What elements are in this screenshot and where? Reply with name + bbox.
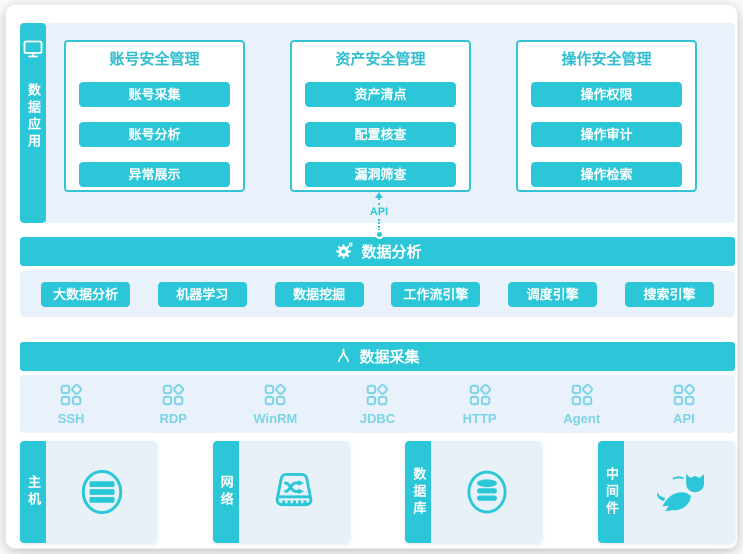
module-group-account: 账号安全管理 账号采集 账号分析 异常展示 — [64, 40, 245, 192]
engine-chip[interactable]: 调度引擎 — [508, 281, 598, 307]
module-chip[interactable]: 资产清点 — [305, 82, 456, 107]
engines-panel: 大数据分析 机器学习 数据挖掘 工作流引擎 调度引擎 搜索引擎 — [20, 271, 735, 317]
application-layer-sidebar: 数据应用 — [20, 23, 46, 223]
protocol-label: HTTP — [462, 411, 497, 426]
grid-diamond-icon — [160, 382, 186, 408]
protocol-label: JDBC — [359, 411, 396, 426]
group-title: 账号安全管理 — [109, 51, 200, 68]
infra-strip: 网络 — [212, 441, 239, 543]
engine-chip[interactable]: 数据挖掘 — [274, 281, 364, 307]
database-icon — [457, 462, 517, 522]
protocol-item-winrm: WinRM — [224, 382, 326, 426]
infra-body — [623, 441, 735, 543]
module-chip[interactable]: 操作检索 — [531, 162, 682, 187]
grid-diamond-icon — [262, 382, 288, 408]
infra-strip: 中间件 — [597, 441, 624, 543]
grid-diamond-icon — [364, 382, 390, 408]
infra-body — [431, 441, 543, 543]
infra-strip: 数据库 — [405, 441, 432, 543]
module-group-operation: 操作安全管理 操作权限 操作审计 操作检索 — [516, 40, 697, 192]
application-layer: 数据应用 账号安全管理 账号采集 账号分析 异常展示 资产安全管理 资产清点 配… — [20, 23, 735, 223]
infra-label: 数据库 — [411, 466, 427, 518]
analysis-layer-title: 数据分析 — [361, 244, 422, 261]
infra-box-middleware: 中间件 — [597, 441, 735, 543]
collector-pincer-icon — [335, 347, 352, 366]
collection-layer-title: 数据采集 — [359, 349, 420, 366]
infra-label: 主机 — [26, 475, 41, 509]
group-title: 操作安全管理 — [561, 51, 652, 68]
connector-dot-icon — [374, 230, 384, 239]
protocol-item-jdbc: JDBC — [326, 382, 428, 426]
api-connector-label: API — [369, 206, 389, 218]
protocols-panel: SSH RDP WinRM JDBC HTTP Agent API — [20, 375, 735, 433]
engine-chip[interactable]: 搜索引擎 — [624, 281, 714, 307]
infra-box-network: 网络 — [212, 441, 350, 543]
infra-label: 网络 — [218, 475, 234, 509]
switch-icon — [265, 463, 323, 521]
grid-diamond-icon — [671, 382, 697, 408]
group-title: 资产安全管理 — [335, 51, 426, 68]
grid-diamond-icon — [569, 382, 595, 408]
grid-diamond-icon — [467, 382, 493, 408]
infra-label: 中间件 — [603, 466, 619, 518]
infra-strip: 主机 — [20, 441, 46, 543]
protocol-item-rdp: RDP — [122, 382, 224, 426]
dotted-line — [378, 219, 380, 231]
protocol-item-http: HTTP — [429, 382, 531, 426]
gear-icon — [333, 241, 354, 262]
arrow-up-icon — [375, 192, 383, 198]
application-layer-label: 数据应用 — [26, 83, 41, 151]
module-chip[interactable]: 异常展示 — [79, 162, 230, 187]
module-chip[interactable]: 账号采集 — [79, 82, 230, 107]
protocol-label: Agent — [563, 411, 601, 426]
protocol-label: WinRM — [253, 411, 298, 426]
protocol-item-ssh: SSH — [20, 382, 122, 426]
server-icon — [72, 462, 132, 522]
collection-layer-bar: 数据采集 — [20, 342, 735, 371]
module-chip[interactable]: 漏洞筛查 — [305, 162, 456, 187]
module-chip[interactable]: 操作审计 — [531, 122, 682, 147]
infra-box-host: 主机 — [20, 441, 157, 543]
grid-diamond-icon — [58, 382, 84, 408]
engine-chip[interactable]: 工作流引擎 — [391, 281, 481, 307]
diagram-card: 数据应用 账号安全管理 账号采集 账号分析 异常展示 资产安全管理 资产清点 配… — [5, 4, 738, 549]
dotted-line — [378, 198, 380, 205]
protocol-item-agent: Agent — [531, 382, 633, 426]
infra-body — [238, 441, 350, 543]
infrastructure-layer: 主机 网络 — [20, 441, 735, 543]
protocol-item-api: API — [633, 382, 735, 426]
tomcat-cat-icon — [648, 463, 710, 521]
module-chip[interactable]: 操作权限 — [531, 82, 682, 107]
api-connector: API — [363, 192, 395, 240]
infra-box-database: 数据库 — [405, 441, 543, 543]
monitor-icon — [21, 37, 45, 61]
module-group-asset: 资产安全管理 资产清点 配置核查 漏洞筛查 — [290, 40, 471, 192]
engine-chip[interactable]: 机器学习 — [157, 281, 247, 307]
protocol-label: API — [673, 411, 695, 426]
protocol-label: RDP — [159, 411, 187, 426]
analysis-layer-bar: 数据分析 — [20, 237, 735, 266]
protocol-label: SSH — [57, 411, 85, 426]
module-chip[interactable]: 配置核查 — [305, 122, 456, 147]
application-layer-panel: 账号安全管理 账号采集 账号分析 异常展示 资产安全管理 资产清点 配置核查 漏… — [44, 23, 735, 223]
engine-chip[interactable]: 大数据分析 — [41, 281, 130, 307]
infra-body — [46, 441, 157, 543]
module-chip[interactable]: 账号分析 — [79, 122, 230, 147]
